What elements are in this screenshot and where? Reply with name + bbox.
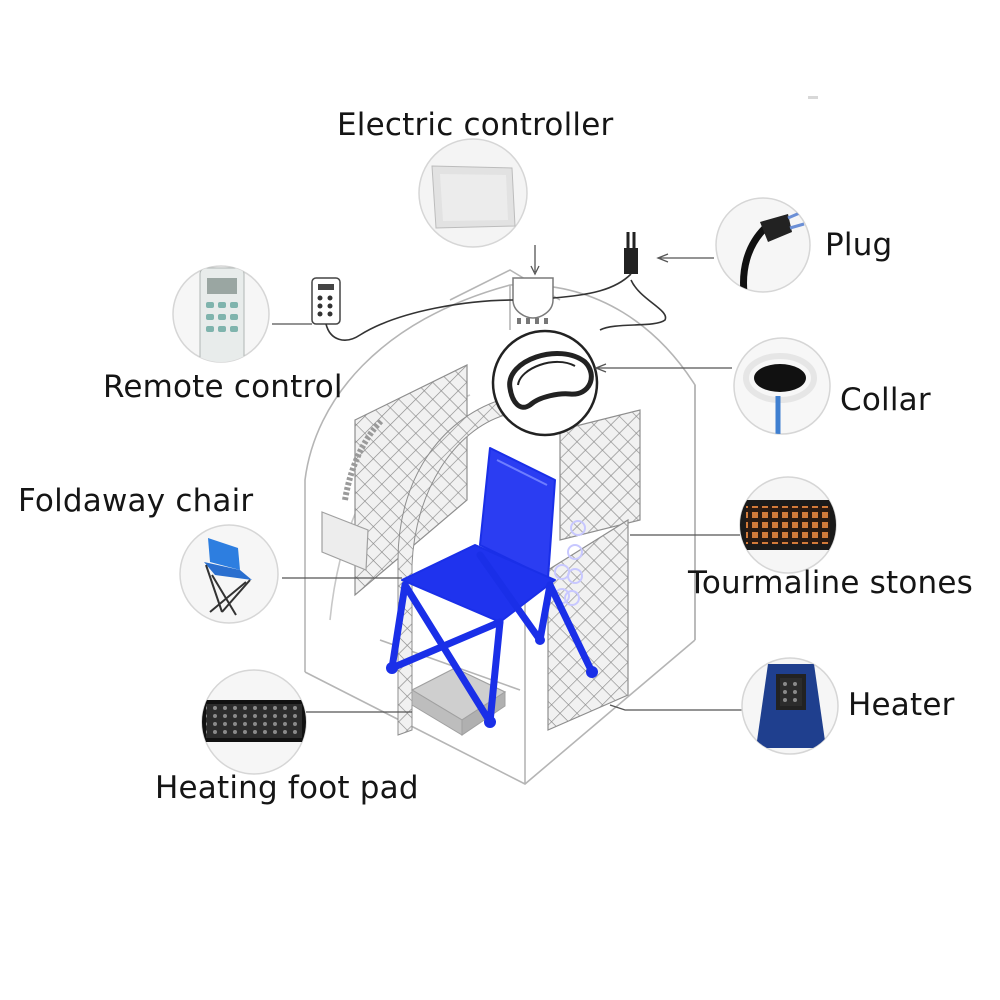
foldaway-chair bbox=[386, 447, 598, 728]
label-heating-foot-pad: Heating foot pad bbox=[155, 770, 419, 806]
remote-callout bbox=[172, 265, 270, 363]
label-remote-control: Remote control bbox=[103, 369, 343, 405]
window-panel bbox=[321, 511, 369, 571]
plug-callout bbox=[715, 197, 811, 293]
label-electric-controller: Electric controller bbox=[337, 107, 614, 143]
leader-lines bbox=[272, 245, 742, 713]
controller-callout bbox=[418, 138, 528, 248]
label-foldaway-chair: Foldaway chair bbox=[18, 483, 254, 519]
plug-small bbox=[624, 232, 638, 274]
speck bbox=[808, 96, 818, 99]
label-plug: Plug bbox=[825, 227, 893, 263]
label-collar: Collar bbox=[840, 382, 931, 418]
cables bbox=[325, 273, 667, 341]
stones-callout bbox=[739, 476, 837, 574]
zipper-strip bbox=[342, 417, 385, 501]
collar-ring bbox=[491, 329, 599, 437]
collar-callout bbox=[733, 337, 831, 435]
remote-small bbox=[311, 277, 341, 325]
heater-callout bbox=[741, 657, 839, 755]
controller-unit bbox=[512, 277, 554, 324]
label-heater: Heater bbox=[848, 687, 955, 723]
pad-callout bbox=[201, 669, 307, 775]
chair-callout bbox=[179, 524, 279, 624]
label-tourmaline-stones: Tourmaline stones bbox=[688, 565, 974, 601]
